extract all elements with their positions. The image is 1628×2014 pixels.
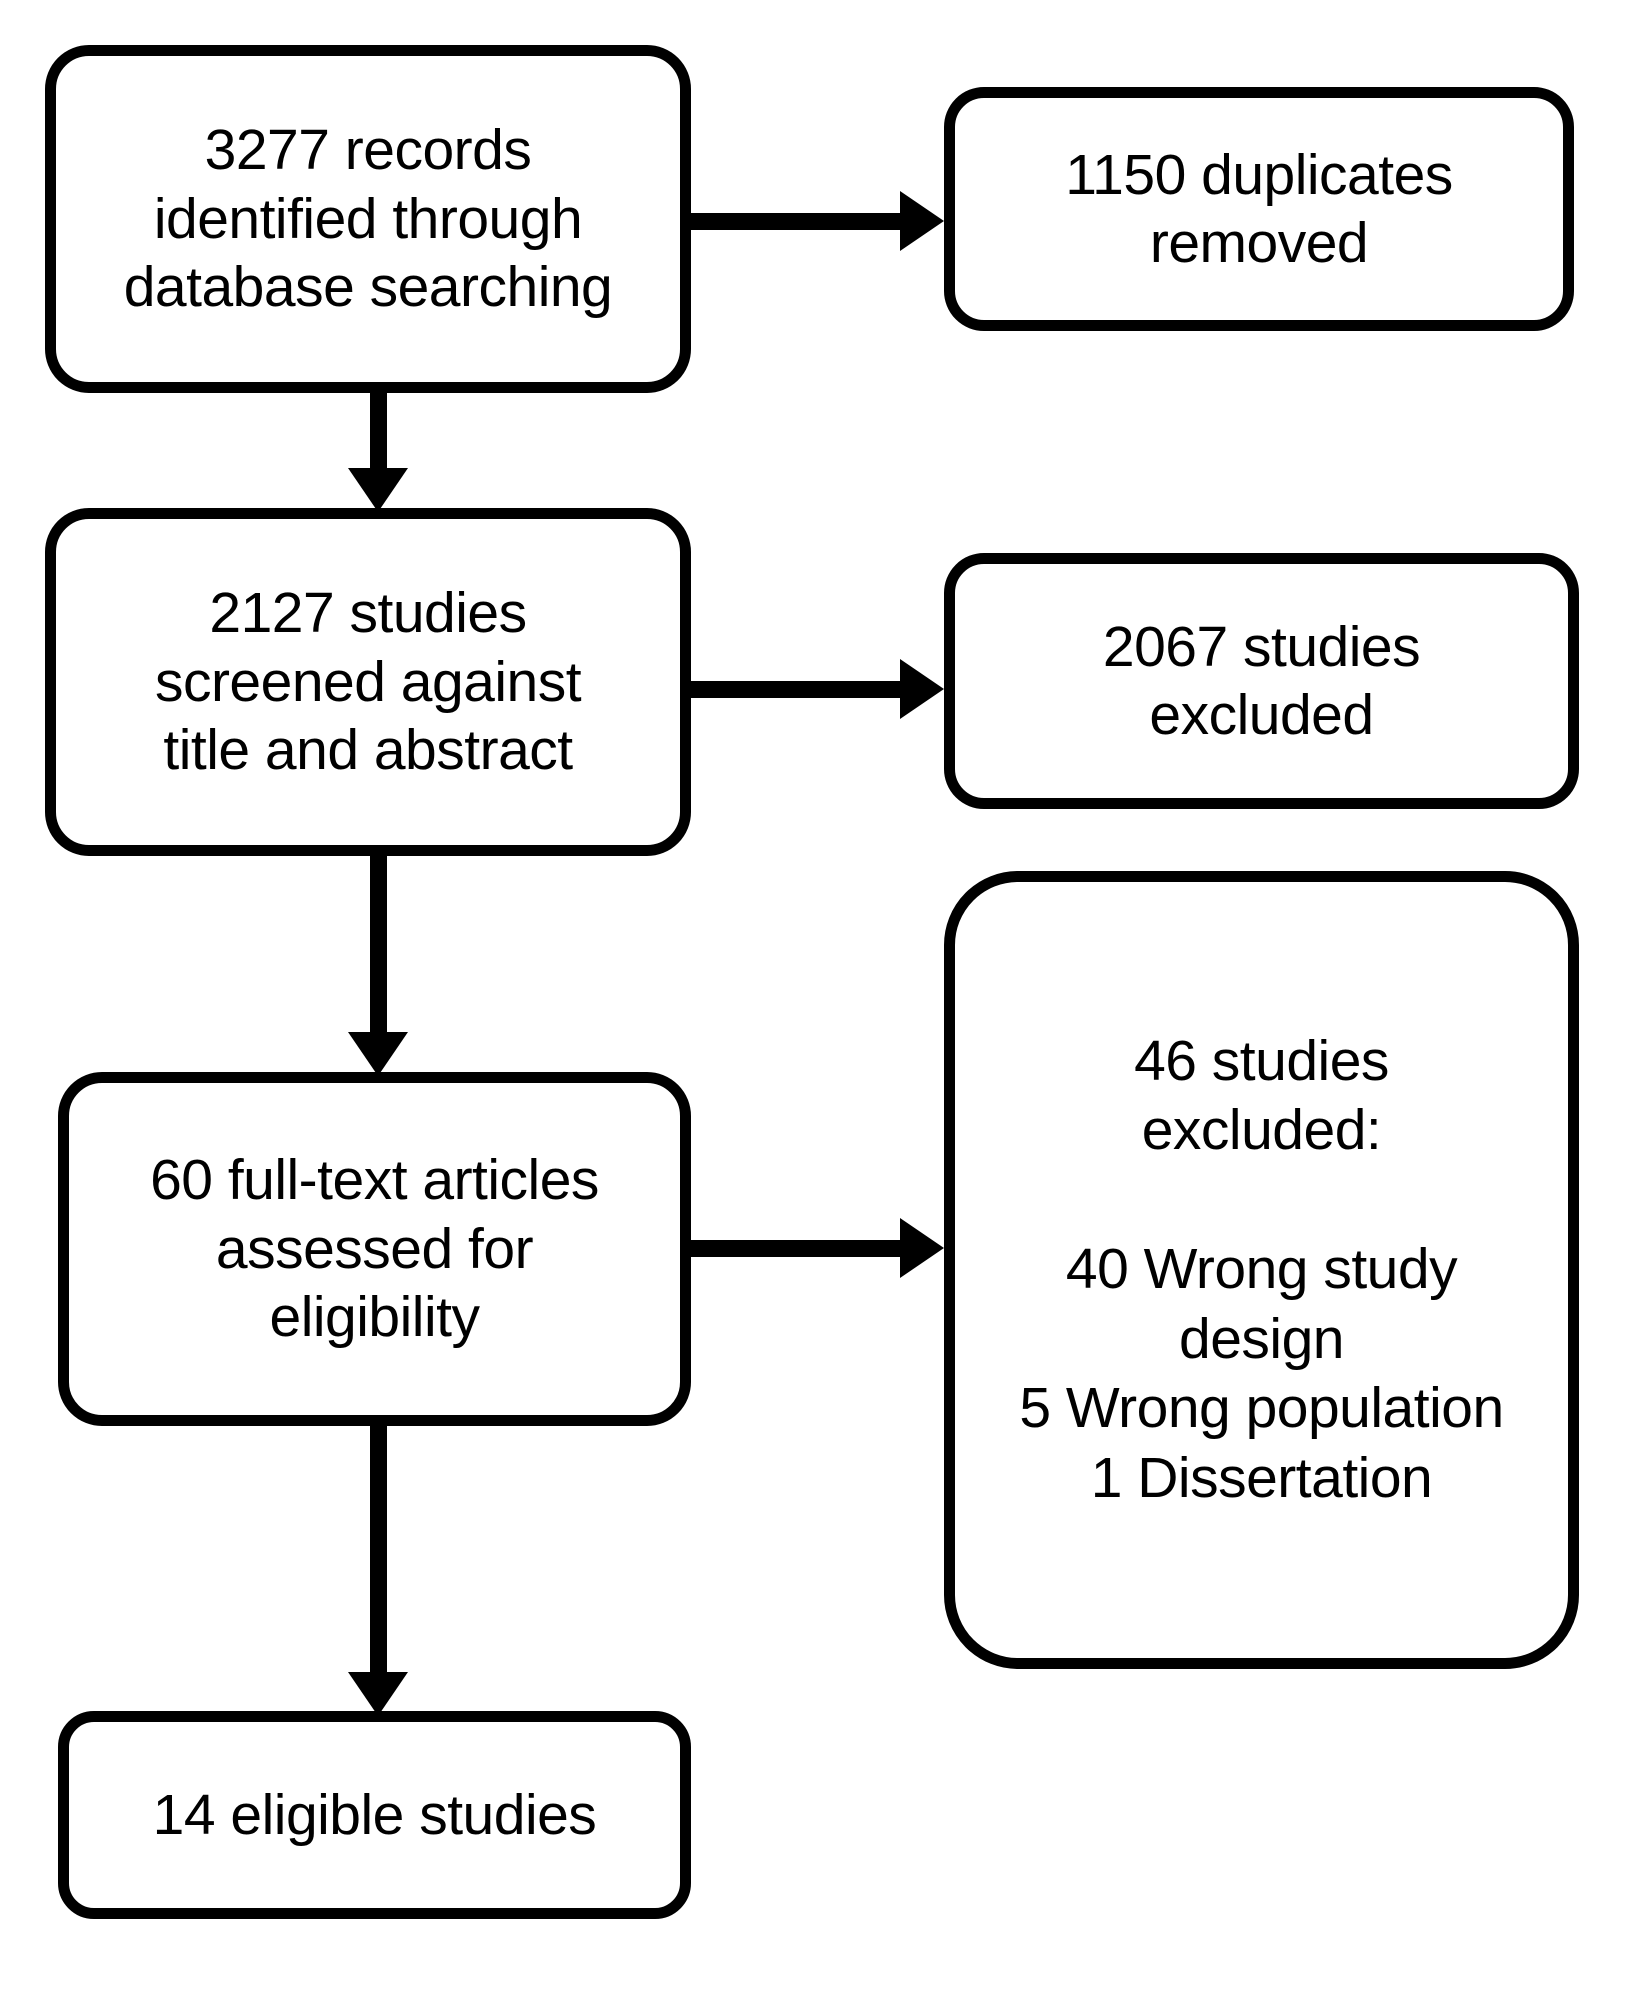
arrow-down-icon [348,1672,408,1716]
box-excluded-title-abstract: 2067 studies excluded [944,553,1579,809]
connector-line [686,681,904,698]
box-duplicates-removed-label: 1150 duplicates removed [1065,142,1453,275]
box-fulltext-assessed-label: 60 full-text articles assessed for eligi… [150,1148,599,1350]
box-excluded-fulltext-label: 46 studies excluded: 40 Wrong study desi… [1019,1028,1504,1510]
arrow-down-icon [348,1032,408,1076]
box-screened-title-abstract: 2127 studies screened against title and … [45,508,691,856]
arrow-right-icon [900,659,944,719]
connector-line [686,213,904,230]
box-eligible-studies-label: 14 eligible studies [152,1782,597,1847]
box-excluded-fulltext: 46 studies excluded: 40 Wrong study desi… [944,871,1579,1669]
connector-line [370,851,387,1041]
box-screened-title-abstract-label: 2127 studies screened against title and … [154,581,582,783]
connector-line [686,1240,904,1257]
box-records-identified-label: 3277 records identified through database… [123,118,613,320]
connector-line [370,388,387,476]
arrow-down-icon [348,468,408,512]
box-excluded-title-abstract-label: 2067 studies excluded [1102,614,1421,747]
box-records-identified: 3277 records identified through database… [45,45,691,393]
box-eligible-studies: 14 eligible studies [58,1711,691,1919]
arrow-right-icon [900,191,944,251]
box-duplicates-removed: 1150 duplicates removed [944,87,1574,331]
box-fulltext-assessed: 60 full-text articles assessed for eligi… [58,1072,691,1426]
arrow-right-icon [900,1218,944,1278]
connector-line [370,1421,387,1679]
